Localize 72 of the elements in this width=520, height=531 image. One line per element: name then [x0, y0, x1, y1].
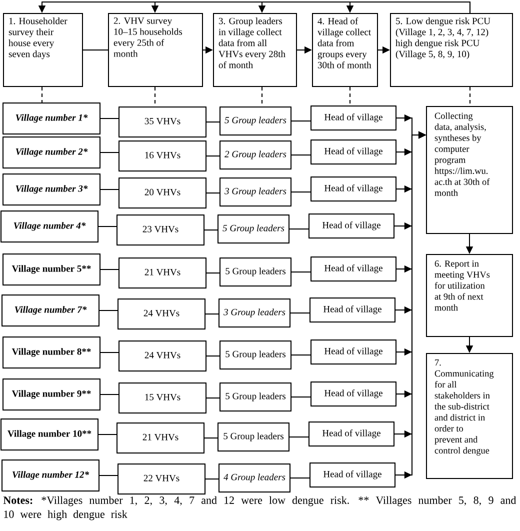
group-leaders-box: 4 Group leaders: [218, 464, 290, 492]
connector-line: [98, 434, 117, 435]
connector-line: [289, 228, 309, 230]
head-of-village-box: Head of village: [310, 106, 396, 130]
group-leaders-box: 2 Group leaders: [220, 140, 292, 170]
village-box: Village number 2*: [2, 136, 100, 168]
head-of-village-box: Head of village: [310, 462, 396, 488]
vhv-count-box: 24 VHVs: [118, 298, 206, 330]
group-leaders-box: 5 Group leaders: [220, 258, 292, 286]
group-leaders-box: 5 Group leaders: [220, 340, 292, 370]
label: 10 were high dengue risk: [4, 510, 128, 520]
connector-line: [291, 396, 311, 398]
step-box: 3. Group leaders in village collect data from all VHVs every 28th of month: [213, 13, 297, 87]
connector-line: [291, 120, 311, 122]
connector-line: [291, 154, 311, 156]
group-leaders-box: 5 Group leaders: [218, 422, 290, 452]
village-box: Village number 5**: [2, 254, 100, 286]
village-box: Village number 10**: [0, 418, 98, 450]
village-box: Village number 4*: [0, 210, 98, 242]
vhv-count-box: 35 VHVs: [118, 106, 206, 138]
group-leaders-box: 3 Group leaders: [220, 178, 292, 206]
group-leaders-box: 5 Group leaders: [218, 214, 290, 244]
head-of-village-box: Head of village: [310, 140, 396, 164]
connector-line: [290, 312, 310, 314]
connector-line: [100, 152, 119, 153]
connector-line: [206, 192, 220, 194]
village-box: Village number 1*: [2, 102, 100, 134]
village-box: Village number 3*: [2, 174, 100, 206]
head-of-village-box: Head of village: [308, 214, 394, 238]
connector-line: [100, 394, 119, 395]
vhv-count-box: 16 VHVs: [118, 140, 206, 172]
village-box: Village number 12*: [2, 460, 100, 492]
note-text: Notes: *Villages number 1, 2, 3, 4, 7 and 12 were low dengue risk. ** Villages number 5, 8, 9 and 10 were high dengue risk: [3, 496, 516, 520]
step-box: 2. VHV survey 10–15 households every 25th of month: [108, 13, 203, 87]
label: ** Villages number 5, 8, 9 and: [358, 496, 516, 506]
head-of-village-box: Head of village: [310, 298, 396, 322]
head-of-village-box: Head of village: [310, 382, 396, 406]
vhv-count-box: 23 VHVs: [116, 214, 204, 246]
connector-line: [100, 352, 119, 353]
connector-line: [291, 354, 311, 356]
group-leaders-box: 5 Group leaders: [220, 106, 292, 136]
connector-line: [100, 269, 119, 270]
process-box: 6. Report in meeting VHVs for utilization at 9th of next month: [426, 254, 513, 337]
group-leaders-box: 3 Group leaders: [218, 298, 290, 328]
vhv-count-box: 21 VHVs: [116, 422, 204, 454]
group-leaders-box: 5 Group leaders: [220, 382, 292, 412]
vhv-count-box: 15 VHVs: [118, 382, 206, 414]
connector-line: [100, 118, 119, 119]
head-of-village-box: Head of village: [310, 256, 396, 282]
village-box: Village number 8**: [2, 336, 100, 368]
head-of-village-box: Head of village: [308, 422, 394, 446]
village-box: Village number 9**: [2, 378, 100, 410]
village-box: Village number 7*: [2, 294, 100, 326]
connector-line: [205, 478, 219, 480]
process-box: 7. Communicating for all stakeholders in the sub-district and district in order to prevent and control dengue: [426, 353, 513, 479]
vhv-count-box: 24 VHVs: [118, 340, 206, 372]
head-of-village-box: Head of village: [310, 176, 396, 202]
connector-line: [289, 436, 309, 438]
step-box: 4. Head of village collect data from groups every 30th of month: [312, 13, 378, 87]
connector-line: [98, 226, 117, 227]
vhv-count-box: 20 VHVs: [118, 178, 206, 208]
connector-line: [100, 189, 119, 190]
label: *Villages number 1, 2, 3, 4, 7 and 12 were low dengue risk.: [42, 496, 349, 506]
connector-line: [99, 475, 118, 476]
head-of-village-box: Head of village: [310, 340, 396, 364]
connector-line: [206, 272, 220, 274]
step-box: 5. Low dengue risk PCU (Village 1, 2, 3, 4, 7, 12) high dengue risk PCU (Village 5, 8, 9, 10): [390, 13, 513, 87]
vhv-count-box: 22 VHVs: [118, 464, 206, 494]
step-box: 1. Householder survey their house every seven days: [3, 13, 83, 87]
process-box: Collecting data, analysis, syntheses by computer program https://lim.wu.ac.th at 30th of month: [426, 106, 513, 234]
vhv-count-box: 21 VHVs: [118, 258, 206, 288]
connector-line: [99, 310, 118, 311]
